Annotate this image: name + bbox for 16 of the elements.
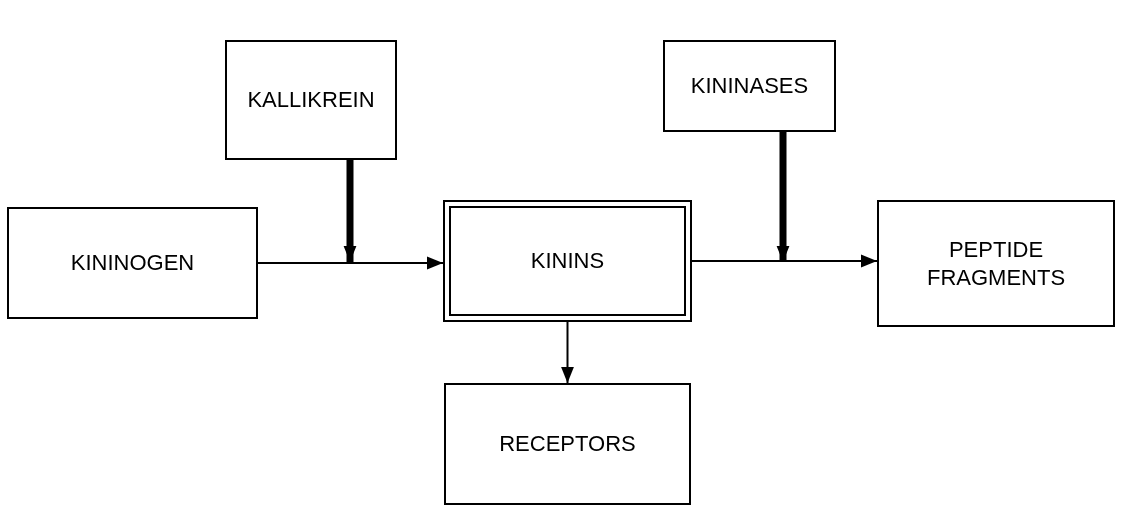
box-label: KININASES [689, 72, 810, 100]
process-box [7, 207, 258, 319]
box-label: KININOGEN [69, 249, 196, 277]
box-label: KALLIKREIN [246, 86, 376, 114]
process-box [444, 383, 691, 505]
process-box [877, 200, 1115, 327]
process-box [225, 40, 397, 160]
arrow [691, 254, 878, 268]
arrow [343, 160, 357, 262]
box-label: PEPTIDE FRAGMENTS [925, 236, 1067, 291]
box-label: KININS [529, 247, 606, 275]
process-box [443, 200, 692, 322]
arrow [257, 256, 444, 270]
process-box [663, 40, 836, 132]
arrow [561, 321, 574, 384]
box-label: RECEPTORS [498, 430, 637, 458]
